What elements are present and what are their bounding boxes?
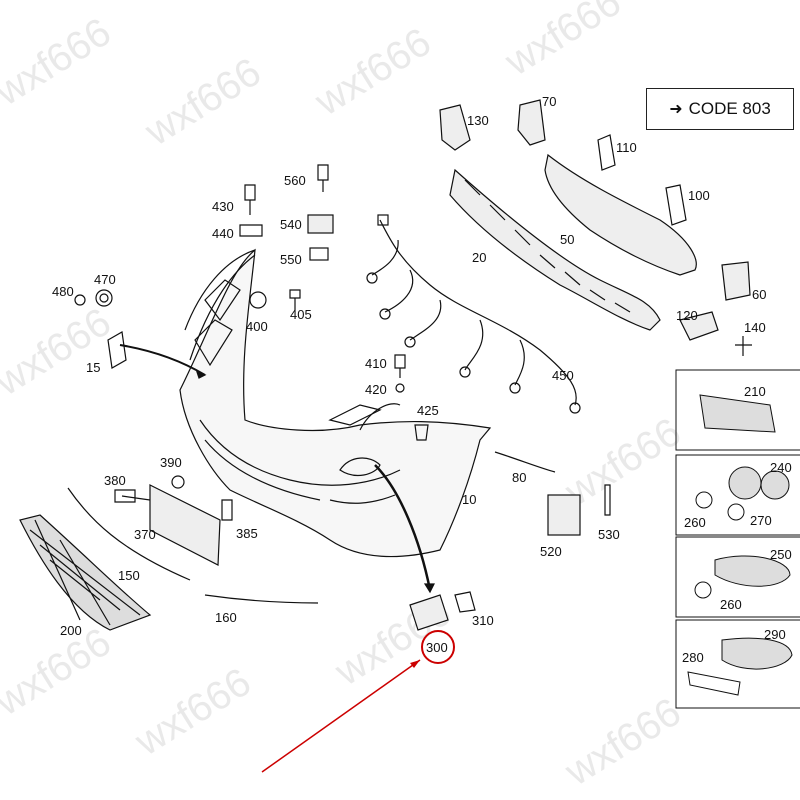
callout-380: 380 bbox=[104, 473, 126, 488]
grille-200 bbox=[19, 514, 152, 631]
code-box: ➜ CODE 803 bbox=[646, 88, 794, 130]
callout-60: 60 bbox=[752, 287, 767, 302]
callout-540: 540 bbox=[280, 217, 302, 232]
bracket-310 bbox=[454, 591, 476, 613]
callout-370: 370 bbox=[134, 527, 156, 542]
impact-absorber bbox=[449, 168, 661, 331]
sensor-bracket-15 bbox=[107, 331, 127, 369]
screw-140 bbox=[735, 336, 752, 356]
callout-110: 110 bbox=[616, 140, 637, 155]
callout-310: 310 bbox=[472, 613, 494, 628]
nut-390 bbox=[171, 475, 185, 489]
fasteners bbox=[239, 164, 429, 441]
callout-385: 385 bbox=[236, 526, 258, 541]
callout-15: 15 bbox=[86, 360, 101, 375]
callout-390: 390 bbox=[160, 455, 182, 470]
callout-260b: 260 bbox=[720, 597, 742, 612]
callout-470: 470 bbox=[94, 272, 116, 287]
callout-150: 150 bbox=[118, 568, 140, 583]
callout-240: 240 bbox=[770, 460, 792, 475]
callout-210: 210 bbox=[744, 384, 766, 399]
bracket-100 bbox=[665, 184, 687, 226]
callout-200: 200 bbox=[60, 623, 82, 638]
callout-425: 425 bbox=[417, 403, 439, 418]
sensor-470 bbox=[95, 289, 113, 307]
trim-strip-160 bbox=[204, 594, 319, 604]
trim-strip-150 bbox=[67, 487, 191, 581]
license-plate-370 bbox=[149, 484, 221, 566]
bracket-530 bbox=[604, 484, 611, 516]
callout-300: 300 bbox=[426, 640, 448, 655]
screw-380 bbox=[114, 489, 151, 503]
wiring-harness bbox=[366, 214, 581, 414]
callout-480: 480 bbox=[52, 284, 74, 299]
ring-480 bbox=[74, 294, 86, 306]
bracket-130 bbox=[439, 104, 471, 151]
callout-550: 550 bbox=[280, 252, 302, 267]
callout-120: 120 bbox=[676, 308, 698, 323]
callout-20: 20 bbox=[472, 250, 487, 265]
callout-50: 50 bbox=[560, 232, 575, 247]
callout-530: 530 bbox=[598, 527, 620, 542]
code-label: CODE 803 bbox=[688, 99, 771, 118]
callout-80: 80 bbox=[512, 470, 527, 485]
callout-420: 420 bbox=[365, 382, 387, 397]
callout-400: 400 bbox=[246, 319, 268, 334]
callout-520: 520 bbox=[540, 544, 562, 559]
callout-440: 440 bbox=[212, 226, 234, 241]
callout-140: 140 bbox=[744, 320, 766, 335]
callout-430: 430 bbox=[212, 199, 234, 214]
callout-260a: 260 bbox=[684, 515, 706, 530]
highlight-arrow bbox=[261, 659, 421, 773]
bracket-60 bbox=[721, 261, 751, 301]
arrow-right-icon: ➜ bbox=[669, 101, 683, 118]
bracket-70 bbox=[517, 99, 546, 146]
callout-250: 250 bbox=[770, 547, 792, 562]
callout-450: 450 bbox=[552, 368, 574, 383]
bracket-120 bbox=[679, 311, 719, 341]
callout-100: 100 bbox=[688, 188, 710, 203]
callout-130: 130 bbox=[467, 113, 489, 128]
callout-160: 160 bbox=[215, 610, 237, 625]
callout-70: 70 bbox=[542, 94, 557, 109]
callout-405: 405 bbox=[290, 307, 312, 322]
bracket-110 bbox=[597, 134, 616, 171]
callout-270: 270 bbox=[750, 513, 772, 528]
callout-290: 290 bbox=[764, 627, 786, 642]
callout-10: 10 bbox=[462, 492, 477, 507]
bracket-50 bbox=[544, 153, 697, 276]
clip-385 bbox=[221, 499, 233, 521]
sensor-520 bbox=[547, 494, 581, 536]
inset-panels bbox=[675, 369, 800, 709]
callout-410: 410 bbox=[365, 356, 387, 371]
bumper-cover bbox=[179, 248, 492, 558]
callout-280: 280 bbox=[682, 650, 704, 665]
tow-hook-cover-300 bbox=[409, 594, 449, 631]
highlight-circle bbox=[421, 630, 455, 664]
trim-80 bbox=[494, 451, 556, 473]
callout-560: 560 bbox=[284, 173, 306, 188]
